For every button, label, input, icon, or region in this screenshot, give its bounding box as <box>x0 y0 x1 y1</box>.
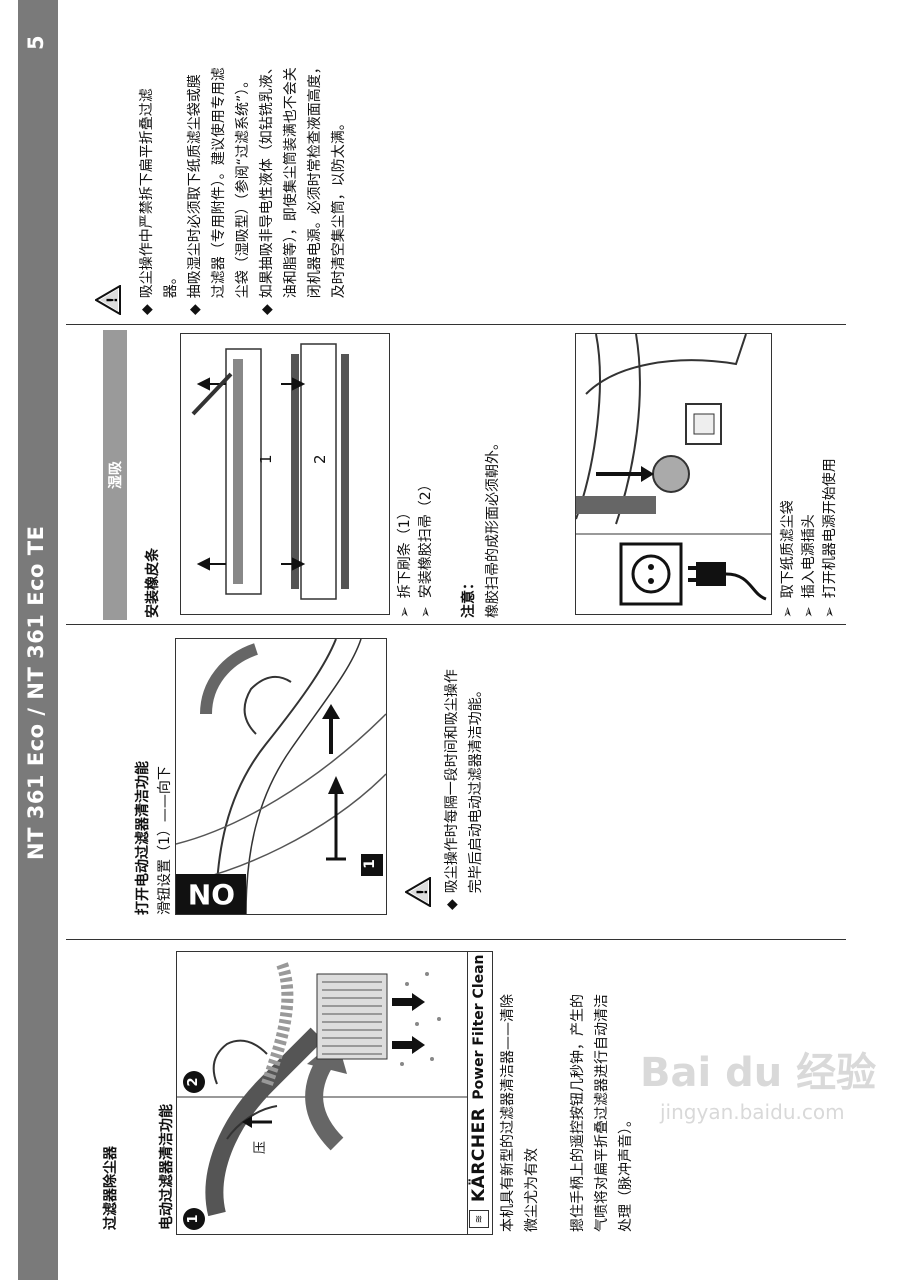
list-item: ◆ 抽吸湿尘时必须取下纸质滤尘袋或膜过滤器（专用附件）。建议使用专用滤尘袋（湿吸… <box>183 10 255 315</box>
text-line: 完毕后启动电动过滤器清洁功能。 <box>468 683 484 894</box>
list-item: ◆ 如果抽吸非导电性液体（如钻铣乳液、油和脂等），即使集尘筒装满也不会关闭机器电… <box>255 10 351 315</box>
power-figure <box>575 333 772 615</box>
svg-text:!: ! <box>105 297 121 303</box>
warning-icon: ! <box>94 284 125 316</box>
watermark-url: jingyan.baidu.com <box>660 1100 845 1124</box>
safety-bullets: ◆ 吸尘操作中严禁拆下扁平折叠过滤器。 ◆ 抽吸湿尘时必须取下纸质滤尘袋或膜过滤… <box>135 10 351 315</box>
fig-label-2: 2 <box>311 454 329 464</box>
arrow-bullet-icon: ➢ <box>801 606 817 618</box>
col2-title: 打开电动过滤器清洁功能 <box>135 761 151 915</box>
list-item: ➢取下纸质滤尘袋 <box>778 333 799 618</box>
diamond-bullet-icon: ◆ <box>259 304 275 315</box>
squeegee-illustration <box>191 343 349 600</box>
steps-list-b: ➢取下纸质滤尘袋 ➢插入电源插头 ➢打开机器电源开始使用 <box>778 333 841 618</box>
step-badge-1: 1 <box>183 1208 205 1230</box>
list-item: ➢打开机器电源开始使用 <box>820 333 841 618</box>
fig-badge: 1 <box>362 859 378 869</box>
squeegee-figure: 1 2 <box>180 333 390 615</box>
warning-bullet: ◆ 吸尘操作时每隔一段时间和吸尘操作 完毕后启动电动过滤器清洁功能。 <box>440 630 488 910</box>
list-item: ➢拆下刷条（1） <box>395 333 416 618</box>
model-title: NT 361 Eco / NT 361 Eco TE <box>24 525 48 860</box>
fig-label-1: 1 <box>257 454 275 464</box>
brand-logo: KÄRCHER <box>469 1107 489 1202</box>
install-rubber-title: 安装橡皮条 <box>145 548 161 618</box>
list-item: ➢安装橡胶扫帚（2） <box>416 333 437 618</box>
filter-clean-figure: 1 2 压 <box>176 951 468 1235</box>
diamond-bullet-icon: ◆ <box>139 304 155 315</box>
column-divider <box>66 324 846 325</box>
subsection-title: 电动过滤器清洁功能 <box>159 1104 175 1230</box>
press-label: 压 <box>253 1140 268 1154</box>
on-label: ON <box>176 874 246 914</box>
list-item: ◆ 吸尘操作中严禁拆下扁平折叠过滤器。 <box>135 10 183 315</box>
section-title: 过滤器除尘器 <box>103 1146 119 1230</box>
arrow-bullet-icon: ➢ <box>418 606 434 618</box>
note-text: 橡胶扫帚的成形面必须朝外。 <box>485 436 501 618</box>
wet-vacuum-band: 湿吸 <box>103 330 127 620</box>
text-line: 气喷将对扁平折叠过滤器进行自动清洁 <box>594 994 610 1232</box>
diamond-bullet-icon: ◆ <box>187 304 203 315</box>
arrow-bullet-icon: ➢ <box>822 606 838 618</box>
text-line: 摁住手柄上的遥控按钮几秒钟，产生的 <box>570 994 586 1232</box>
list-item: ➢插入电源插头 <box>799 333 820 618</box>
diamond-bullet-icon: ◆ <box>444 899 460 910</box>
svg-text:!: ! <box>415 889 431 895</box>
power-illustration <box>575 333 771 606</box>
slider-setting-text: 滑钮设置（1）——向下 <box>157 766 173 915</box>
brand-strip: ≋ KÄRCHER Power Filter Clean <box>466 951 493 1235</box>
text-line: 本机具有新型的过滤器清洁器——清除 <box>500 994 516 1232</box>
text-line: 微尘尤为有效 <box>524 1148 540 1232</box>
brand-mark-icon: ≋ <box>469 1210 489 1228</box>
on-switch-figure: ON 1 <box>175 638 387 915</box>
column-divider <box>66 939 846 940</box>
steps-list-a: ➢拆下刷条（1） ➢安装橡胶扫帚（2） <box>395 333 437 618</box>
warning-icon: ! <box>404 876 435 908</box>
page-number: 5 <box>24 35 48 50</box>
on-switch-illustration <box>175 638 387 915</box>
note-title: 注意： <box>461 576 477 618</box>
watermark-logo: Bai du 经验 <box>640 1050 877 1096</box>
filter-clean-illustration <box>177 961 467 1217</box>
brand-product: Power Filter Clean <box>471 954 487 1100</box>
arrow-bullet-icon: ➢ <box>780 606 796 618</box>
step-badge-2: 2 <box>183 1071 205 1093</box>
text-line: 吸尘操作时每隔一段时间和吸尘操作 <box>444 669 460 894</box>
arrow-bullet-icon: ➢ <box>397 606 413 618</box>
intro-paragraph: 本机具有新型的过滤器清洁器——清除 微尘尤为有效 <box>496 947 544 1232</box>
column-divider <box>66 624 846 625</box>
watermark: Bai du 经验 jingyan.baidu.com <box>620 960 880 1220</box>
